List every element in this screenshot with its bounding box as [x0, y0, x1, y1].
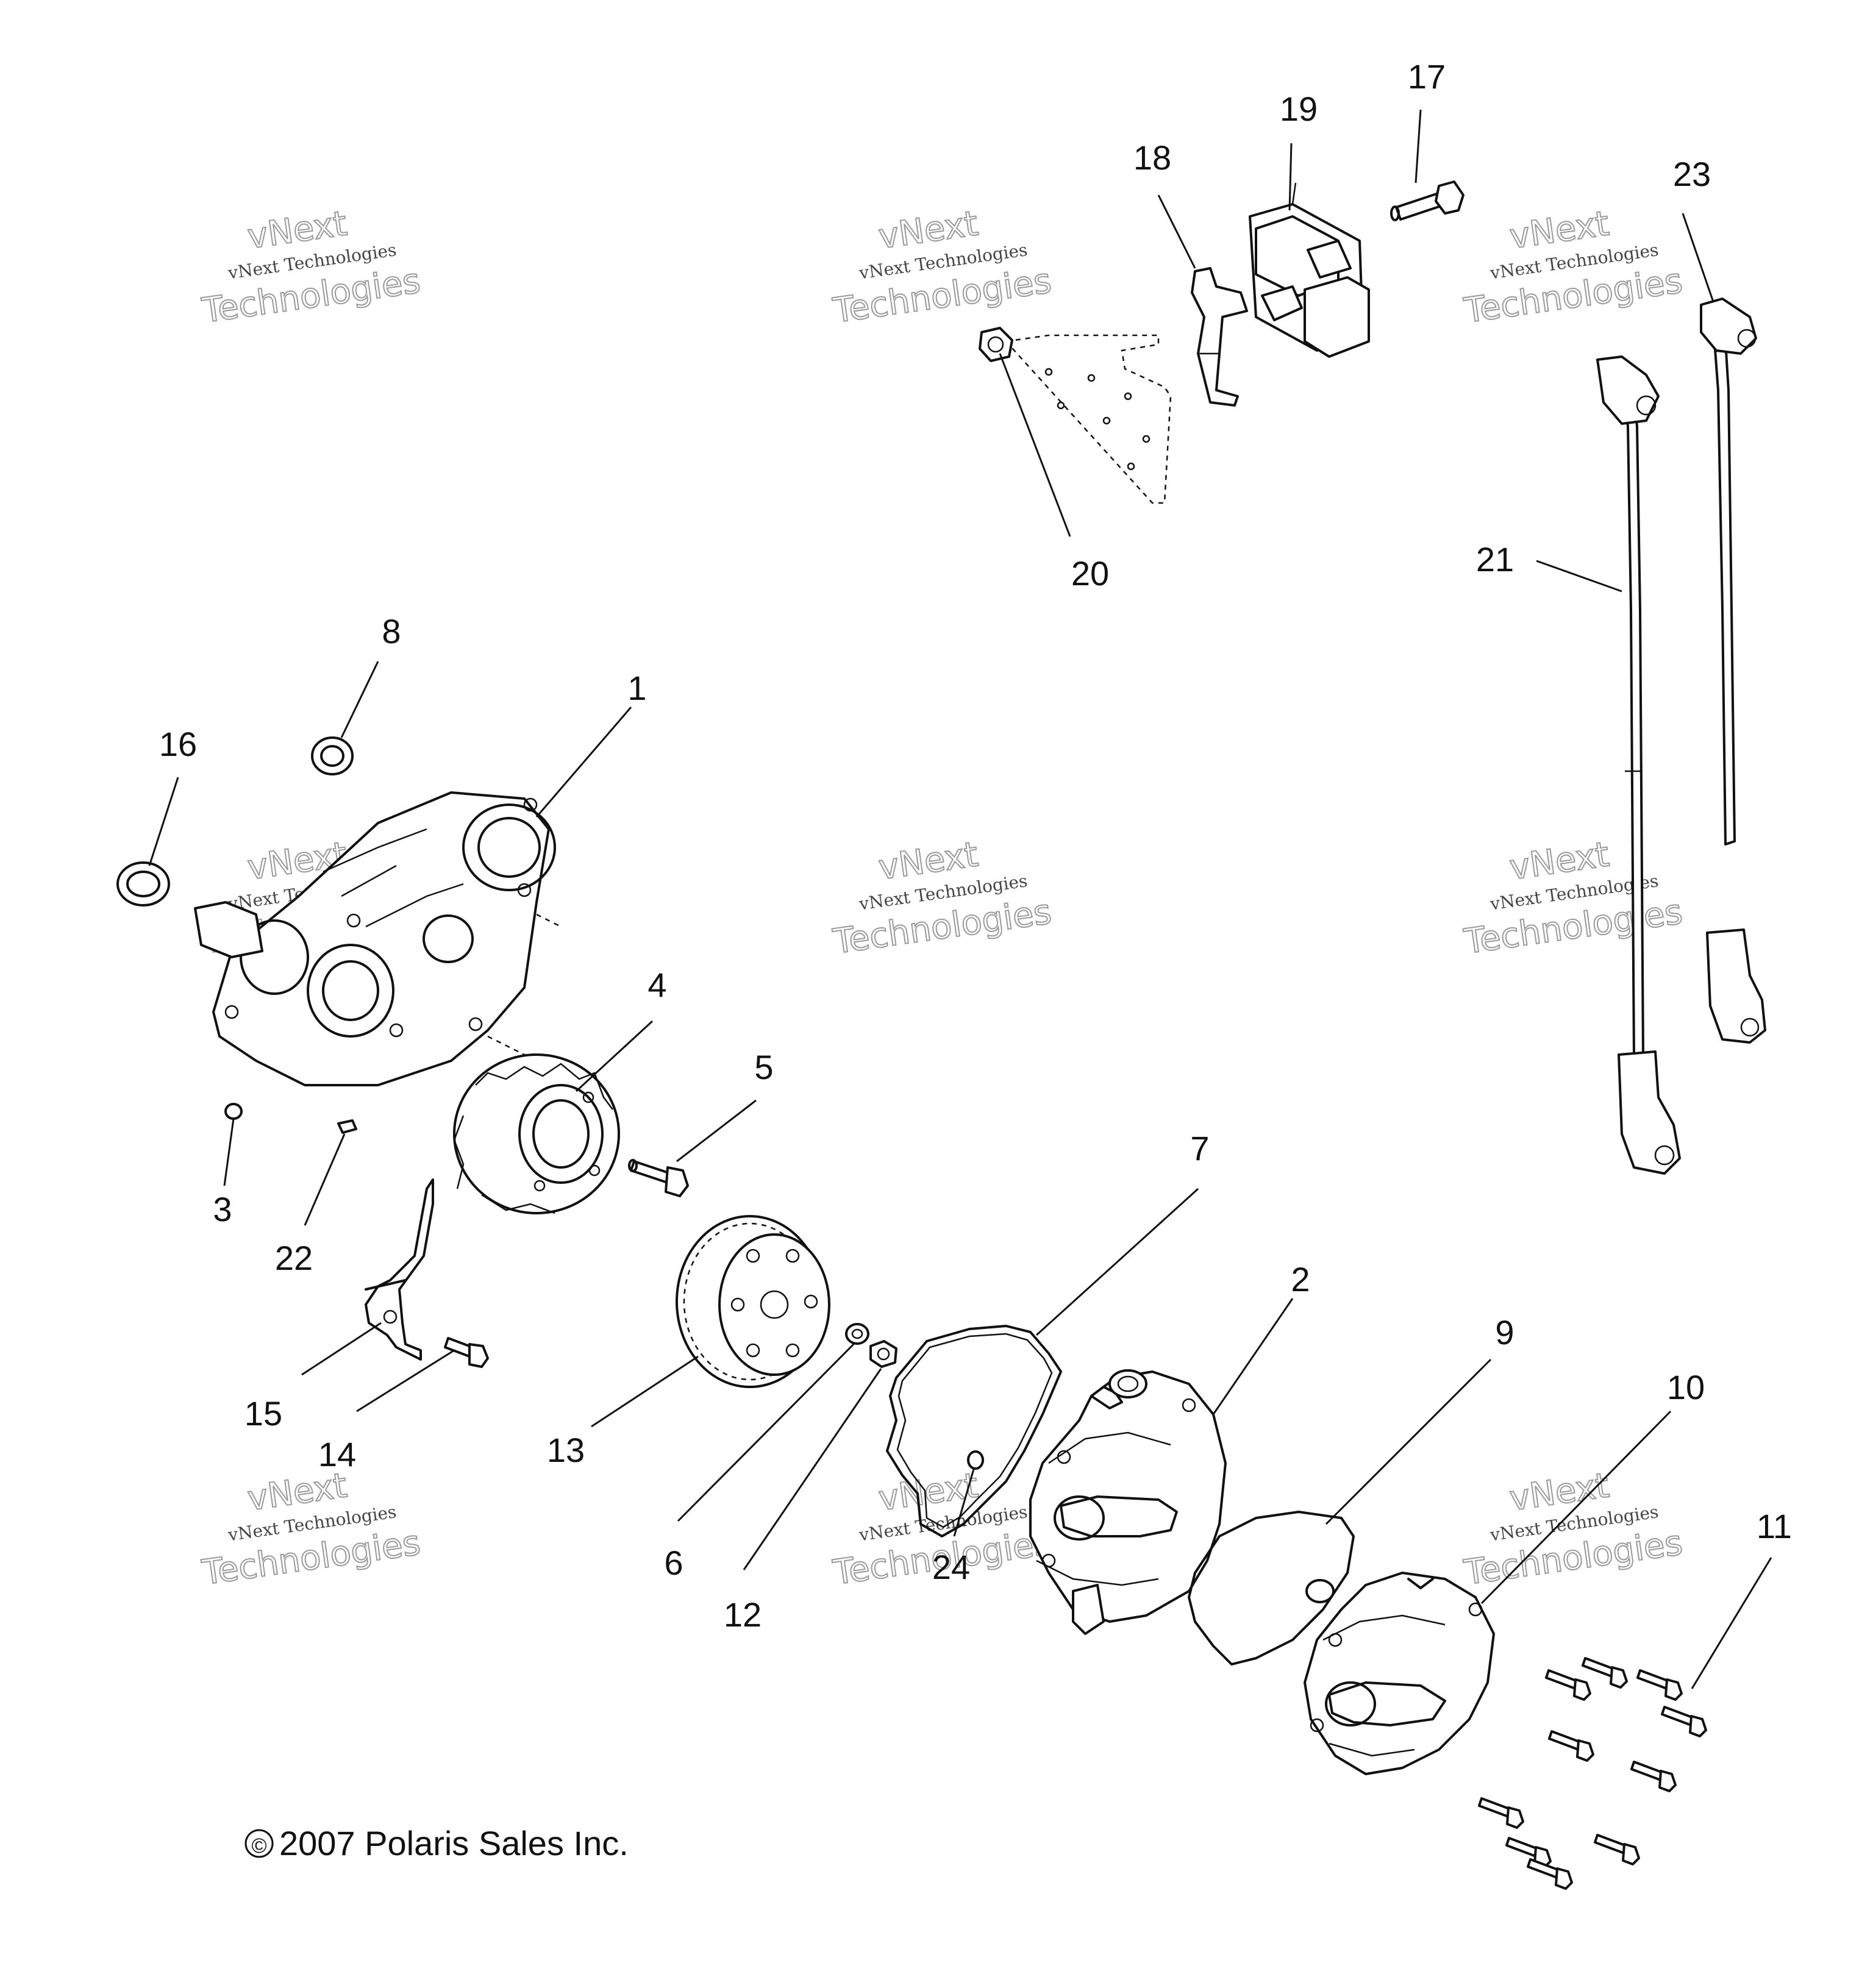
- copyright-text: 2007 Polaris Sales Inc.: [279, 1824, 629, 1862]
- callout-17: 17: [1408, 57, 1446, 96]
- nut-part-12: [869, 1340, 897, 1368]
- mounting-plate: [1004, 334, 1172, 504]
- spark-plug-wire-part-21: [1596, 355, 1681, 1175]
- callout-6: 6: [664, 1544, 683, 1582]
- watermark-mid-right: vNext vNext Technologies Technologies: [1461, 834, 1685, 963]
- dowel-part-3: [224, 1103, 243, 1120]
- dowel-part-24: [967, 1450, 984, 1470]
- callout-4: 4: [648, 966, 666, 1004]
- callout-9: 9: [1495, 1313, 1514, 1352]
- watermark-top-left: vNext vNext Technologies Technologies: [199, 203, 423, 332]
- copyright-circle-icon: [244, 1829, 274, 1858]
- callout-3: 3: [213, 1190, 232, 1228]
- leader-lines: [148, 109, 1772, 1689]
- callout-13: 13: [547, 1431, 585, 1469]
- bracket-part-15: [365, 1178, 434, 1361]
- outer-cover-part-10: [1304, 1572, 1495, 1775]
- callout-7: 7: [1190, 1129, 1209, 1167]
- ignition-coil-part-19: [1249, 182, 1370, 358]
- watermark-top-center: vNext vNext Technologies Technologies: [830, 203, 1054, 332]
- callout-1: 1: [627, 669, 646, 707]
- bearing-part-8: [311, 736, 354, 775]
- nut-part-20: [979, 327, 1013, 362]
- callout-labels: 1 2 3 4 5 6 7 8 9 10 11 12 13 14 15 16 1…: [159, 57, 1792, 1634]
- callout-8: 8: [382, 612, 401, 650]
- callout-23: 23: [1673, 155, 1711, 193]
- callout-20: 20: [1071, 554, 1109, 593]
- bracket-part-18: [1191, 267, 1248, 407]
- flywheel-part-13: [676, 1215, 830, 1388]
- seal-part-16: [116, 861, 170, 907]
- watermark-bottom-right: vNext vNext Technologies Technologies: [1461, 1465, 1685, 1594]
- watermark-top-right: vNext vNext Technologies Technologies: [1461, 203, 1685, 332]
- gasket-part-9: [1188, 1511, 1355, 1666]
- gasket-part-7: [886, 1325, 1062, 1537]
- copyright-notice: © 2007 Polaris Sales Inc.: [244, 1824, 629, 1862]
- bolts-part-11: [1478, 1657, 1707, 1890]
- stator-cover-part-2: [1029, 1369, 1227, 1635]
- crankcase-cover-part-1: [194, 791, 562, 1086]
- callout-11: 11: [1757, 1507, 1792, 1545]
- callout-15: 15: [244, 1394, 282, 1433]
- callout-18: 18: [1133, 138, 1171, 177]
- callout-22: 22: [275, 1239, 313, 1277]
- watermark-bottom-left: vNext vNext Technologies Technologies: [199, 1465, 423, 1594]
- watermark-mid-center: vNext vNext Technologies Technologies: [830, 834, 1054, 963]
- callout-16: 16: [159, 725, 197, 763]
- bolt-part-5: [628, 1159, 689, 1197]
- callout-12: 12: [724, 1595, 762, 1634]
- spark-plug-wire-part-23: [1700, 297, 1766, 1044]
- callout-21: 21: [1476, 540, 1514, 579]
- callout-2: 2: [1291, 1260, 1310, 1299]
- callout-10: 10: [1667, 1368, 1705, 1406]
- callout-19: 19: [1280, 90, 1318, 128]
- washer-part-6: [845, 1323, 869, 1345]
- bolt-part-14: [444, 1337, 489, 1368]
- copyright-symbol: ©: [251, 1834, 266, 1858]
- bolt-part-17: [1390, 180, 1465, 221]
- stator-part-4: [453, 1053, 620, 1214]
- callout-24: 24: [932, 1548, 970, 1586]
- callout-5: 5: [754, 1048, 773, 1086]
- dowel-part-22: [337, 1119, 357, 1134]
- callout-14: 14: [318, 1435, 356, 1473]
